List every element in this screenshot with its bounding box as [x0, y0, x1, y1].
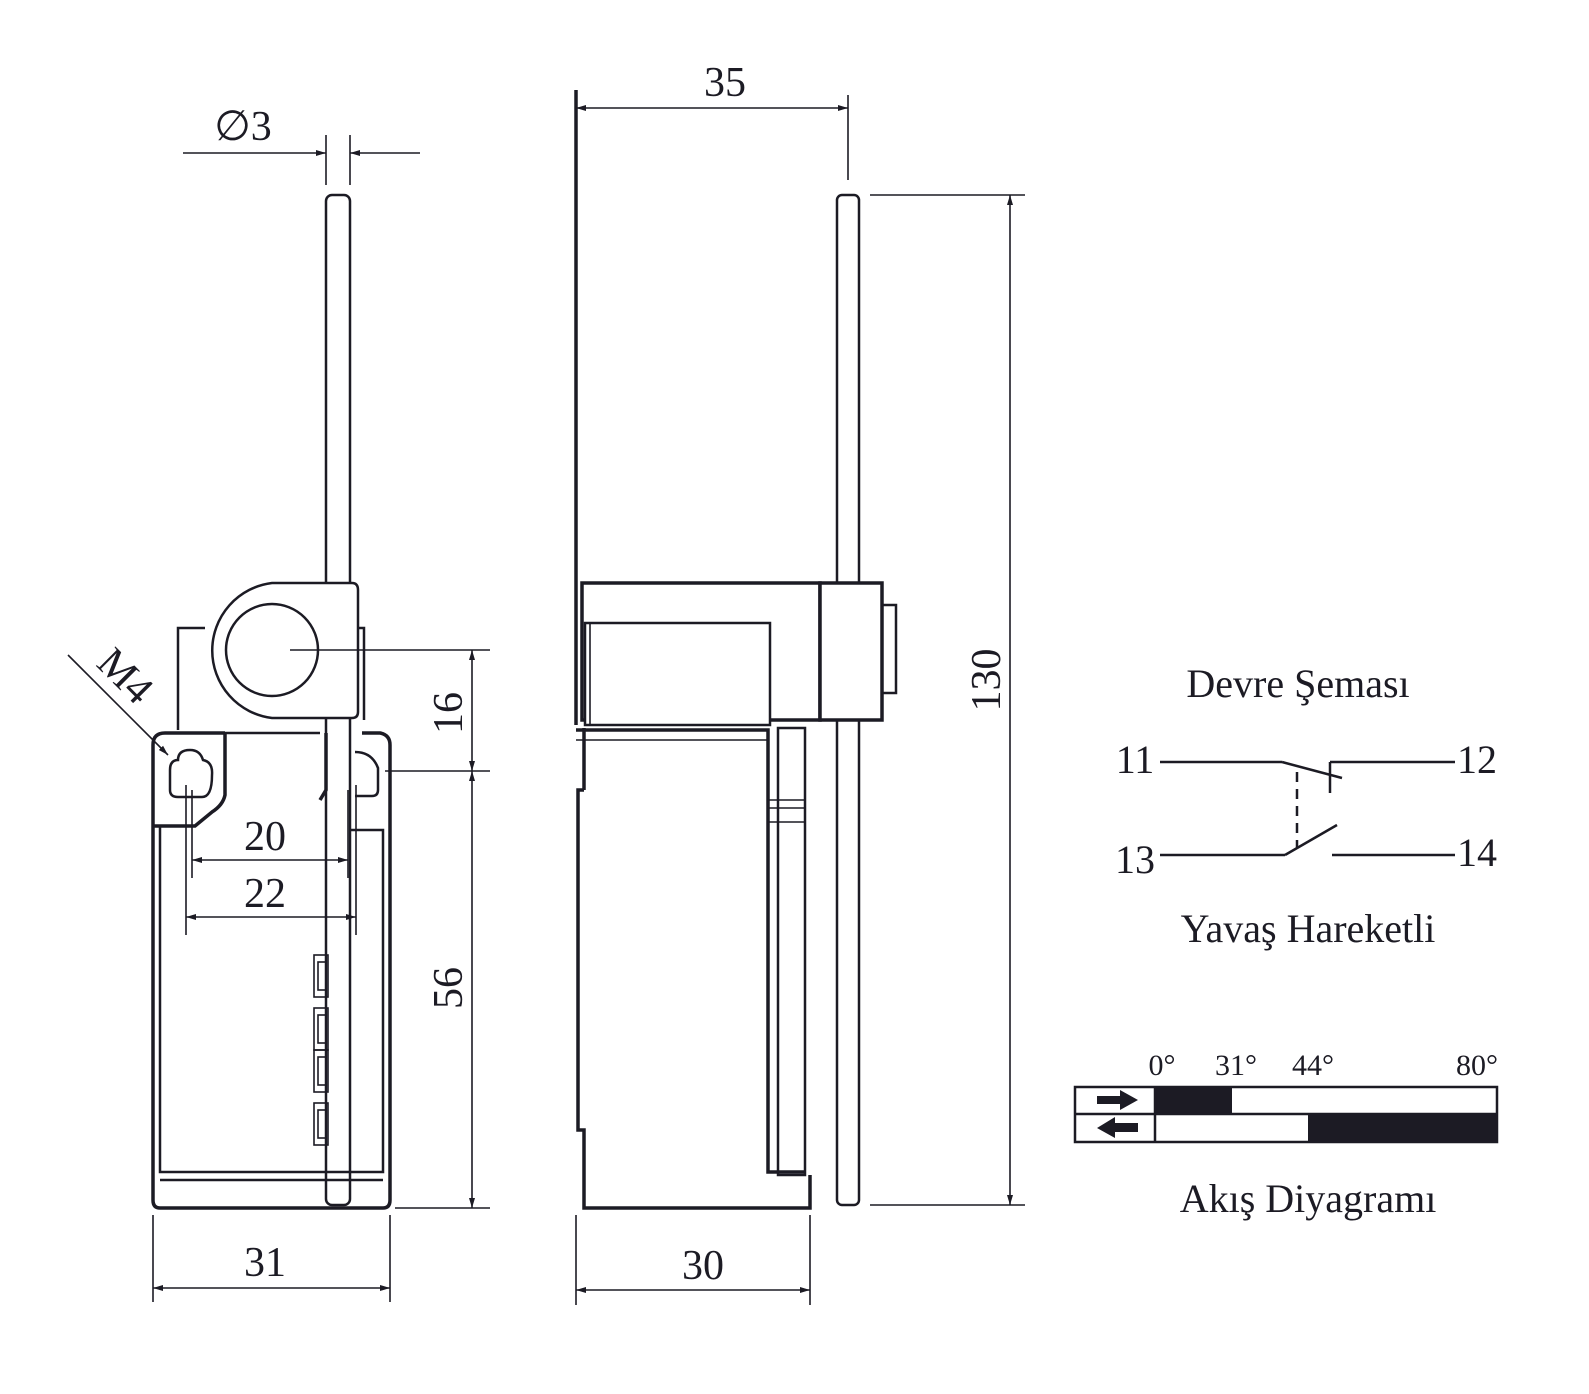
angle-label: 80°: [1456, 1049, 1498, 1082]
dim-label: 20: [244, 814, 286, 860]
angle-label: 0°: [1149, 1049, 1176, 1082]
mounting-hole-right: [354, 750, 380, 798]
dimension-body-depth: 30: [575, 1215, 811, 1305]
dim-label: ∅3: [214, 104, 272, 150]
angle-label: 31°: [1215, 1049, 1257, 1082]
dimension-vertical-front: 16 56: [290, 649, 490, 1209]
side-view: 35 30 130: [574, 60, 1025, 1305]
dimension-rod-diameter: ∅3: [183, 104, 420, 185]
closed-band-forward: [1155, 1087, 1232, 1114]
travel-diagram-title: Akış Diyagramı: [1180, 1176, 1437, 1221]
dim-label: 16: [426, 692, 472, 734]
rod-clamp: [818, 581, 884, 722]
dim-label: 130: [964, 649, 1010, 712]
no-contact: [1160, 823, 1455, 857]
lever-head: [211, 581, 360, 720]
clamp-screw: [880, 603, 898, 695]
terminal-14: 14: [1457, 830, 1497, 875]
dim-label: 35: [704, 60, 746, 106]
terminal-13: 13: [1115, 837, 1155, 882]
travel-diagram: 0° 31° 44° 80° Akış Diyagramı: [1073, 1049, 1499, 1221]
switch-body: [151, 731, 392, 1210]
switch-body-side: [574, 90, 812, 1210]
dim-label: 22: [244, 871, 286, 917]
circuit-subtitle: Yavaş Hareketli: [1181, 906, 1436, 951]
dimension-hole-inner: 20: [191, 790, 349, 878]
arrow-left-icon: [1097, 1117, 1138, 1138]
dim-label: 56: [426, 967, 472, 1009]
dim-label: 31: [244, 1240, 286, 1286]
mounting-hole-left: [168, 748, 214, 799]
dimension-hole-outer: 22: [185, 785, 357, 935]
circuit-title: Devre Şeması: [1186, 661, 1409, 706]
dimension-width: 31: [152, 1215, 391, 1302]
nc-contact: [1160, 760, 1455, 793]
head-housing: [176, 626, 366, 730]
arrow-right-icon: [1097, 1090, 1138, 1110]
terminal-block: [313, 954, 329, 1146]
terminal-12: 12: [1457, 737, 1497, 782]
closed-band-return: [1308, 1114, 1497, 1142]
dim-label: 30: [682, 1243, 724, 1289]
angle-label: 44°: [1292, 1049, 1334, 1082]
dimension-total-height: 130: [870, 194, 1025, 1206]
dim-label: M4: [88, 640, 162, 714]
circuit-diagram: Devre Şeması 11 12 13 14 Yavaş Hareketli: [1115, 661, 1497, 951]
terminal-11: 11: [1116, 737, 1155, 782]
front-view: ∅3 M4 20 22 31: [67, 104, 490, 1302]
dimension-lever-width: 35: [576, 60, 849, 180]
